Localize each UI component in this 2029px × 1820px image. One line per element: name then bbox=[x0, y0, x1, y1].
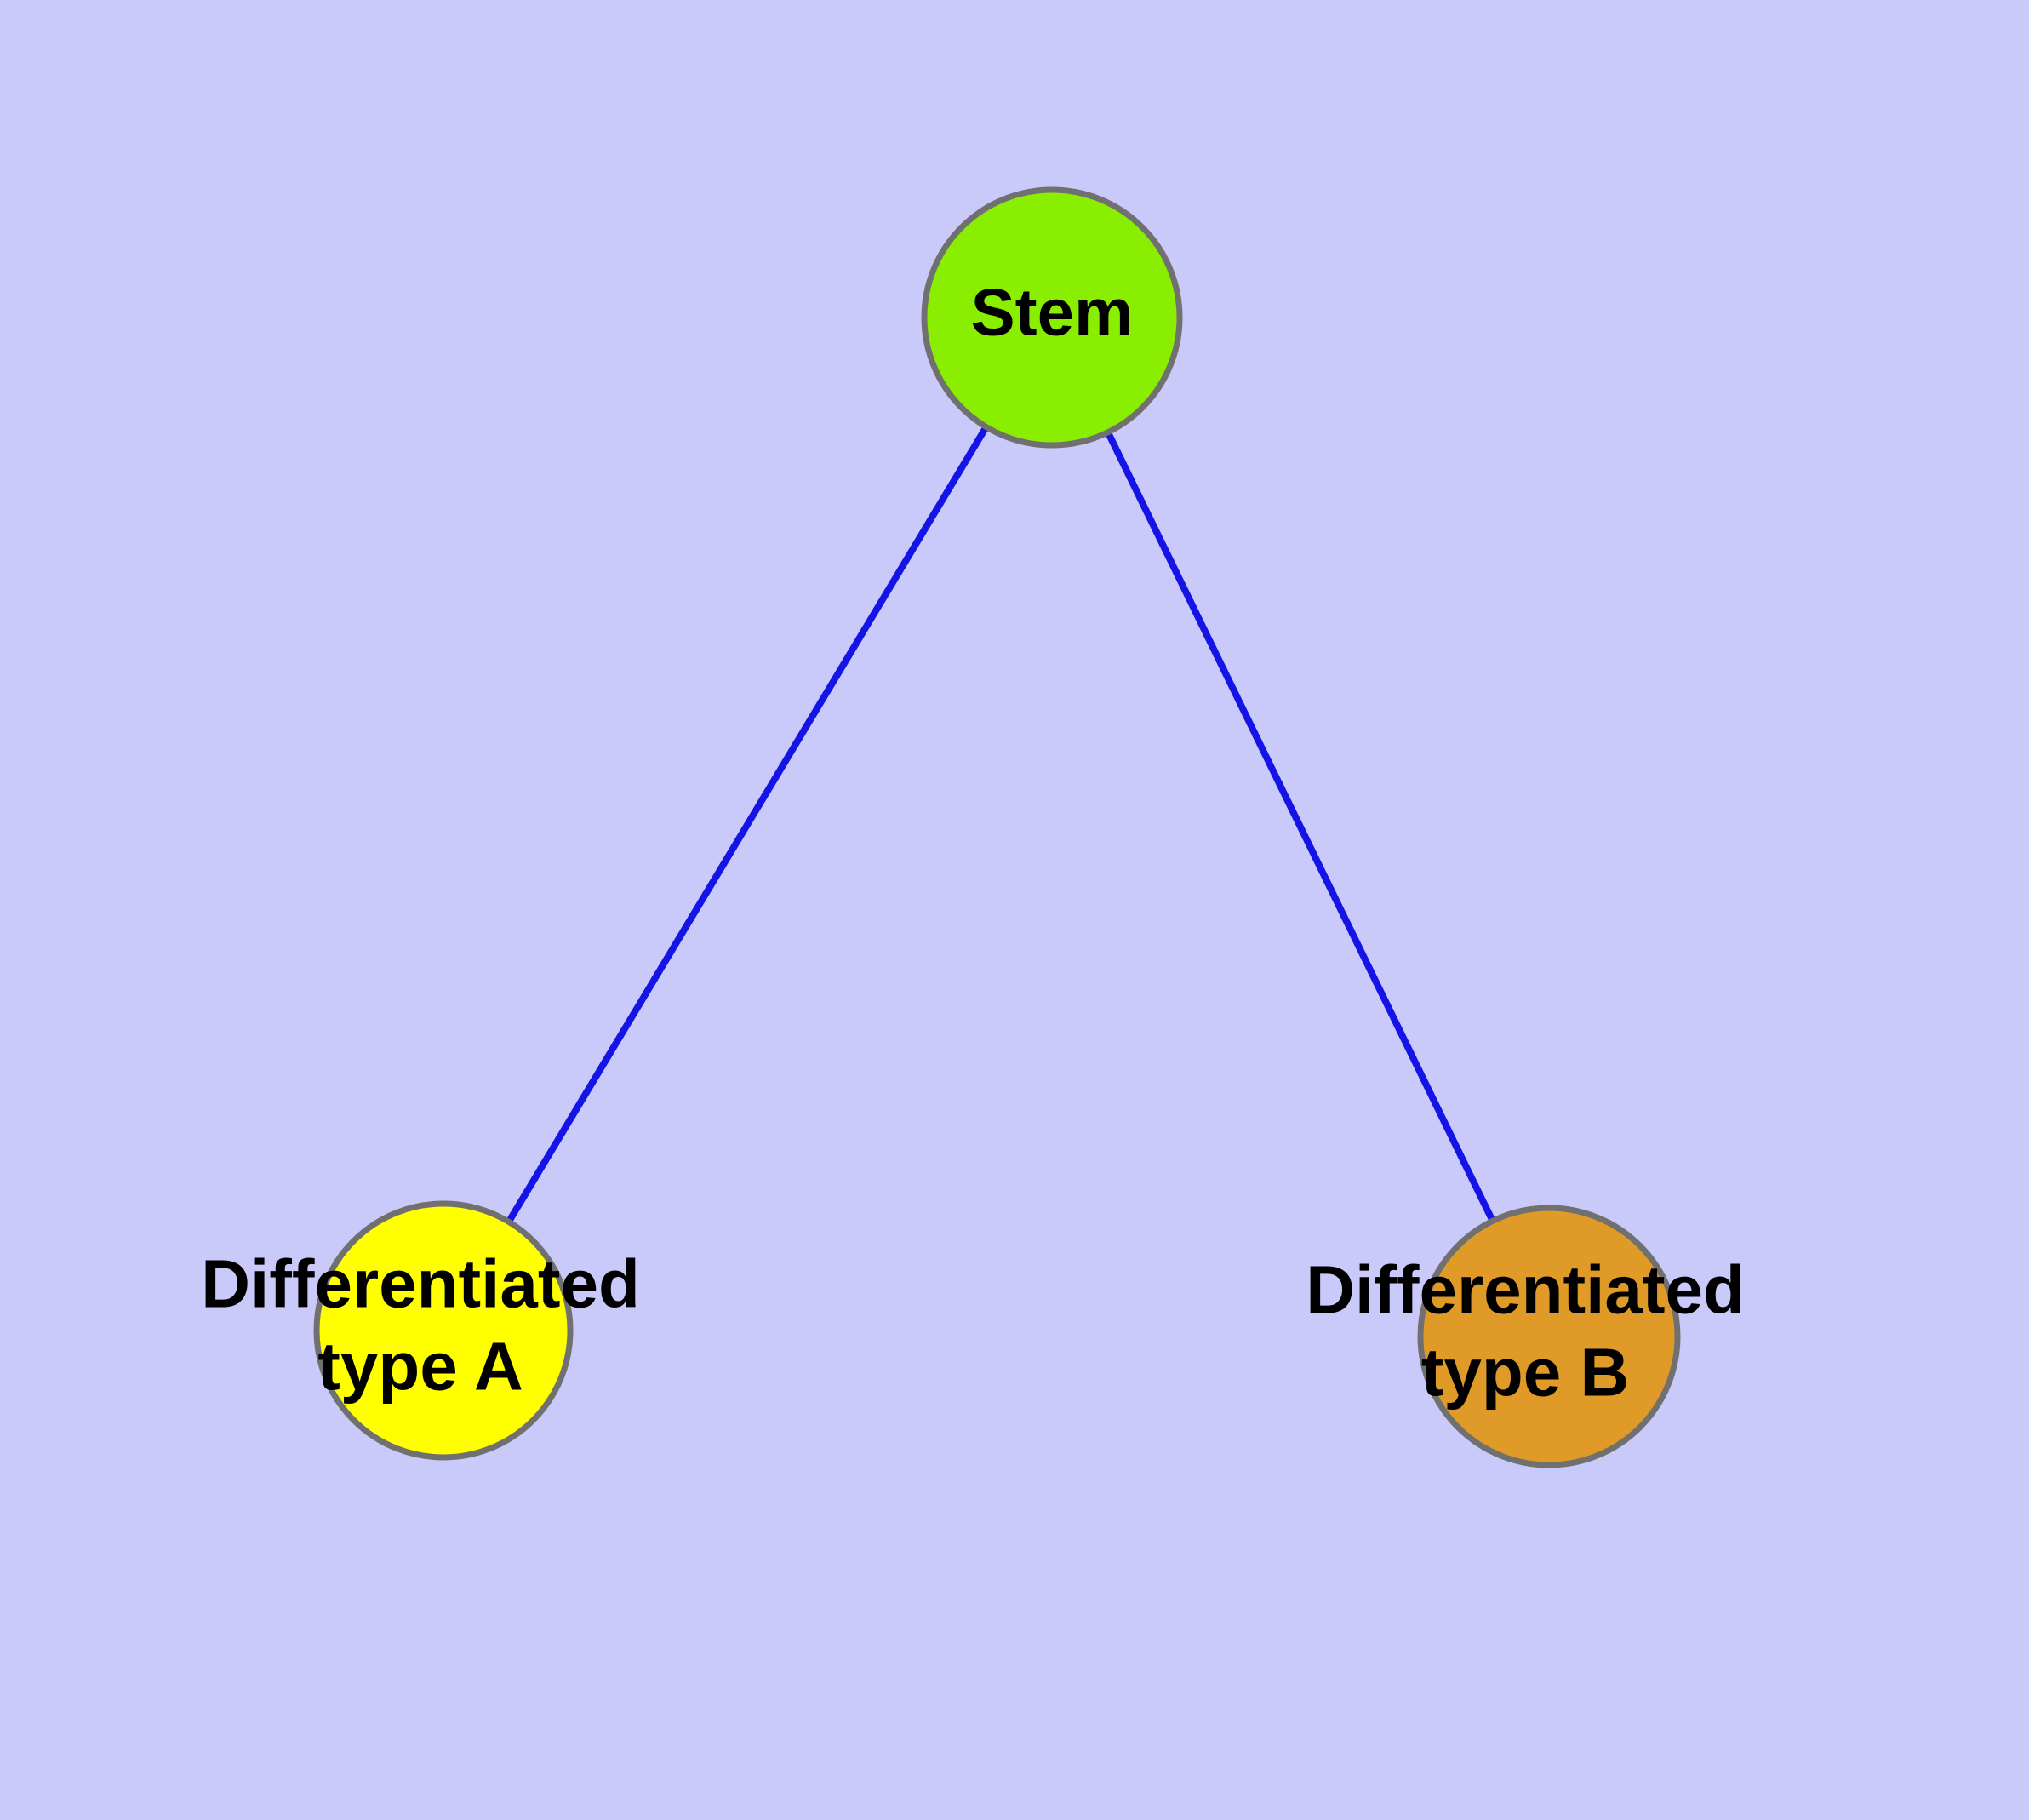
nodes-layer bbox=[313, 186, 1681, 1468]
node-diff_b[interactable] bbox=[1417, 1205, 1681, 1468]
node-diff_a[interactable] bbox=[313, 1200, 574, 1461]
edge-stem-diff-a[interactable] bbox=[440, 315, 1055, 1333]
node-label-line: type A bbox=[317, 1329, 523, 1405]
node-stem[interactable] bbox=[921, 186, 1183, 449]
node-label-line: Stem bbox=[971, 275, 1134, 350]
edge-stem-diff-b[interactable] bbox=[1049, 316, 1552, 1338]
node-label-line: type B bbox=[1421, 1335, 1630, 1411]
node-label-stem: Stem bbox=[971, 275, 1134, 350]
edges-layer bbox=[440, 315, 1552, 1338]
node-label-line: Differentiated bbox=[201, 1246, 640, 1322]
node-label-line: Differentiated bbox=[1306, 1252, 1745, 1328]
